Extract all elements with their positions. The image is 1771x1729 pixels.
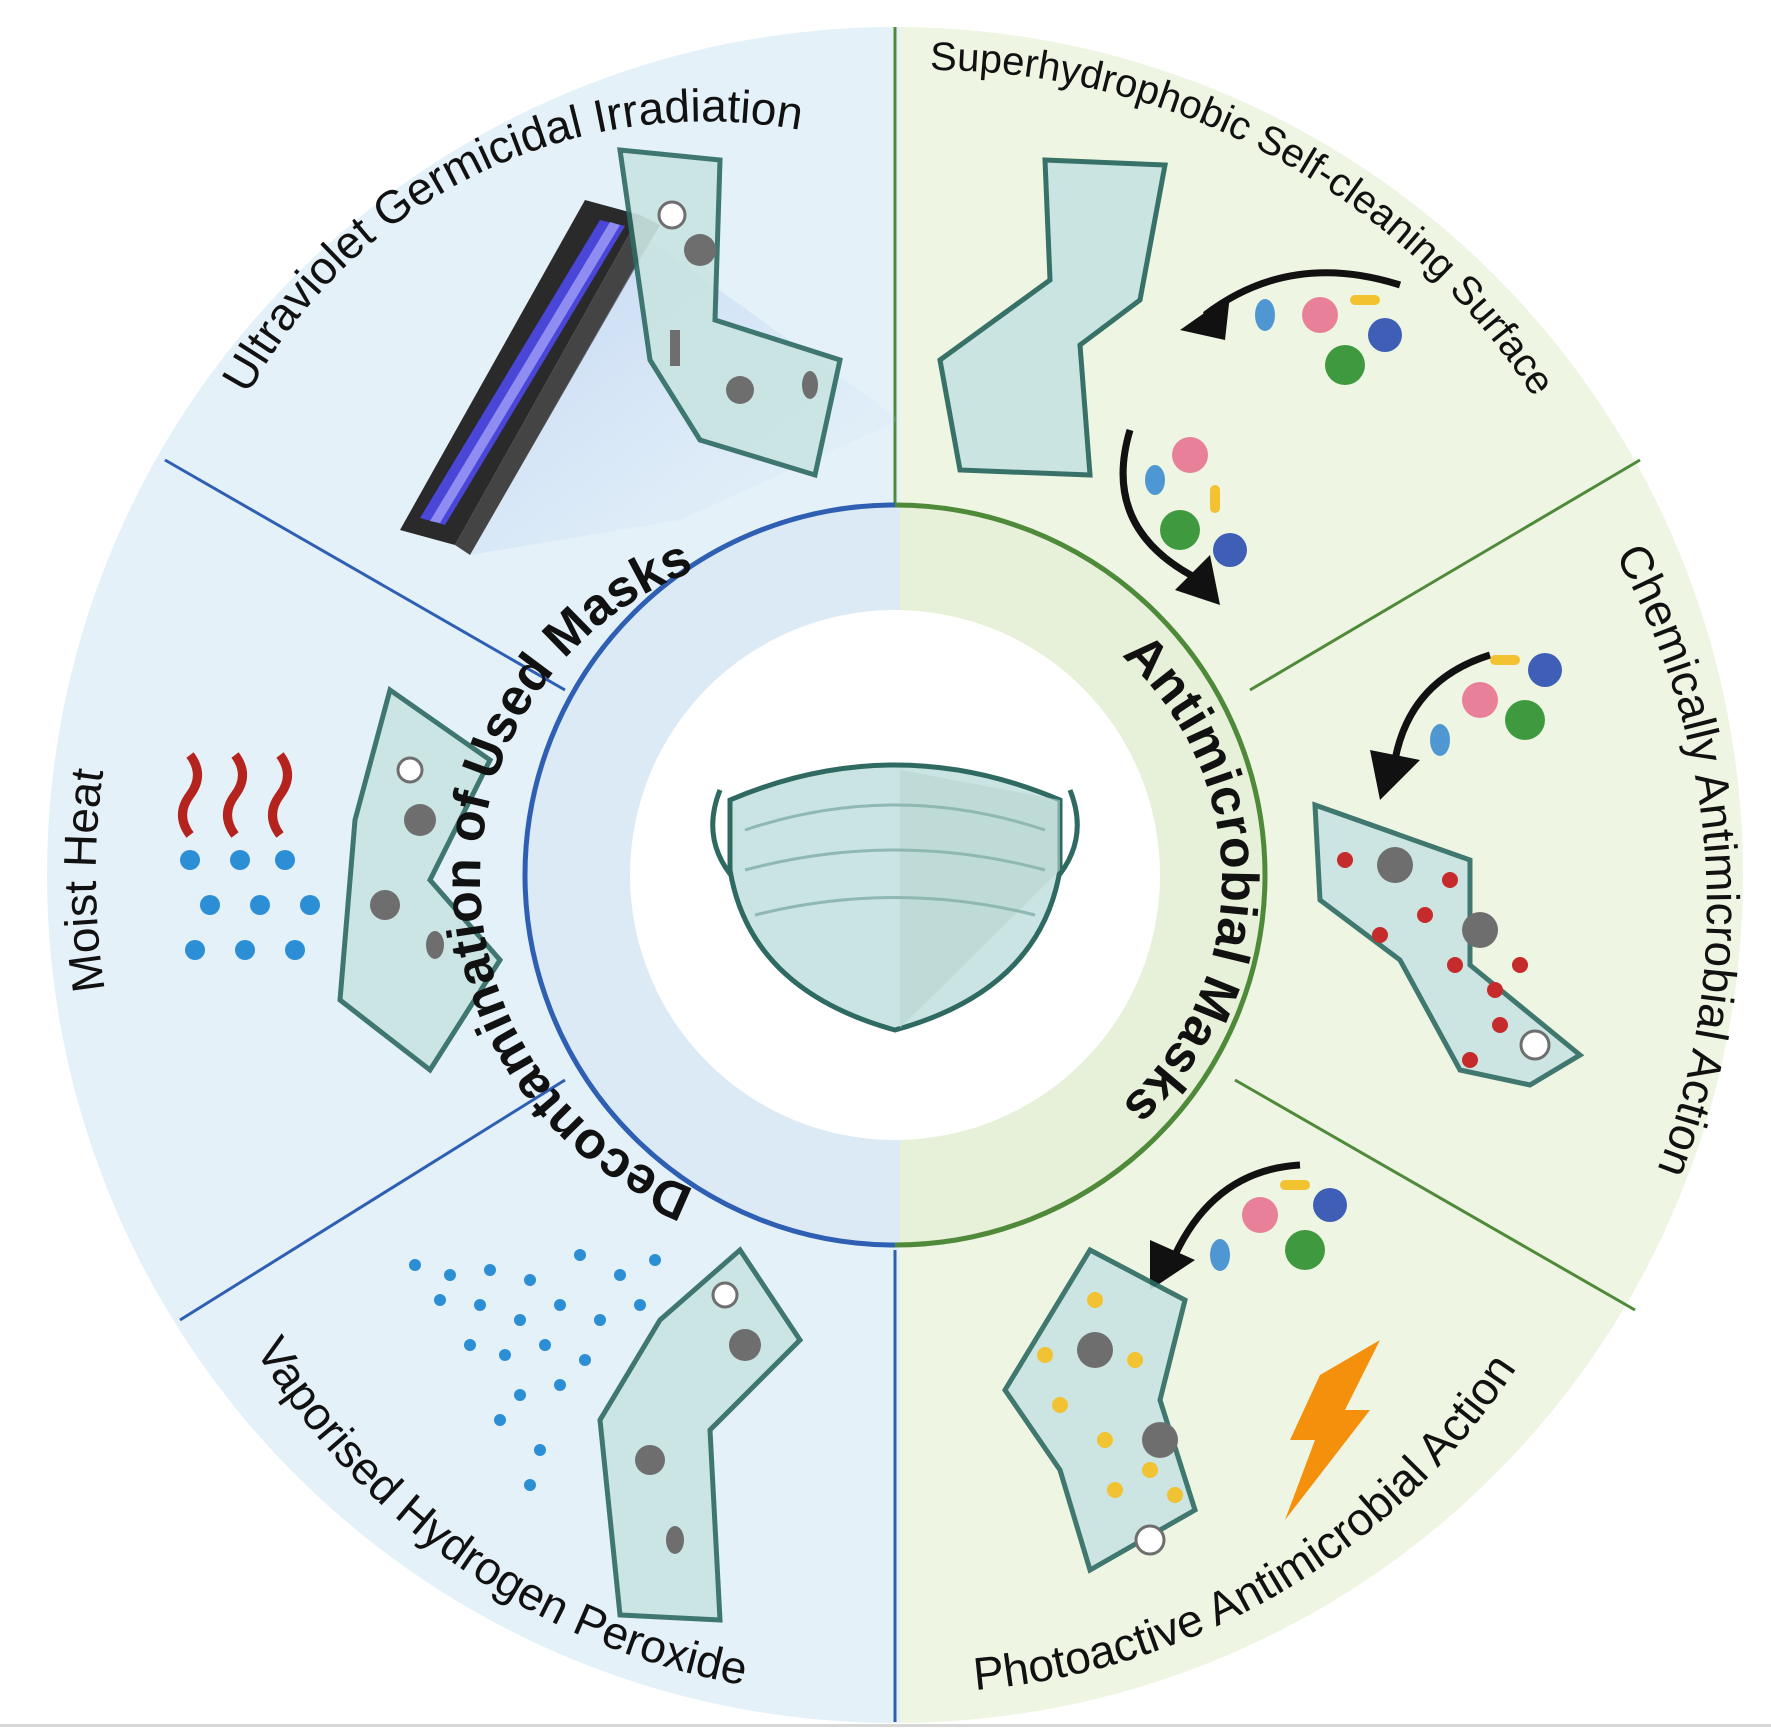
red-particles [1337, 852, 1528, 1068]
chem-arrow-icon [1370, 651, 1492, 800]
segment-dividers [164, 27, 1641, 1722]
droplet-icon [180, 850, 320, 960]
h2o2-mask-strip [597, 1246, 804, 1623]
chem-mask-strip [1312, 801, 1585, 1088]
fungus-icon [1160, 345, 1365, 550]
photo-microbes [1210, 1180, 1347, 1271]
spray-icon [409, 1249, 661, 1491]
steam-icon [178, 752, 292, 838]
heat-mask-strip [337, 685, 504, 1074]
lightning-icon [1285, 1340, 1380, 1520]
photo-arrow-icon [1150, 1161, 1301, 1290]
uv-mask-strip [617, 147, 843, 479]
arrow-icon [1119, 269, 1402, 605]
virus-icon [1172, 297, 1338, 473]
bacterium-icon [1145, 295, 1380, 513]
bottom-rule [0, 1724, 1771, 1727]
mask-icon [710, 762, 1080, 1033]
photo-mask-strip [1002, 1246, 1198, 1574]
chem-microbes [1430, 653, 1562, 756]
gold-particles [1037, 1292, 1183, 1503]
sh-mask-strip [937, 157, 1168, 478]
segment-title-heat: Moist Heat [54, 765, 115, 996]
sh-virus-blue [1213, 318, 1402, 567]
